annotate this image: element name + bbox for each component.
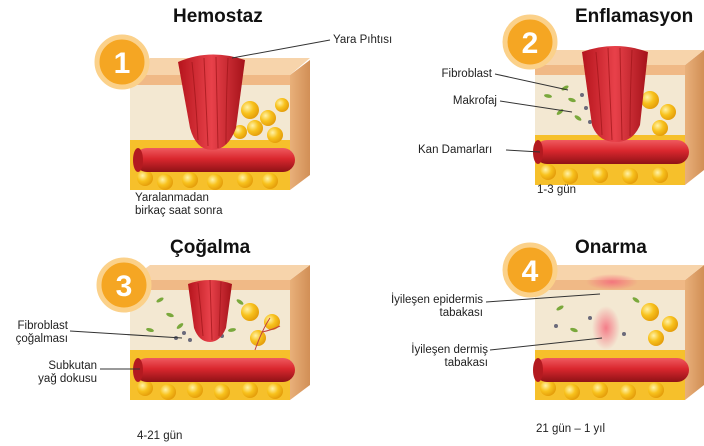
label-line: Fibroblast <box>0 320 68 333</box>
panel-4-title: Onarma <box>575 237 647 259</box>
label-healing-epidermis: İyileşen epidermis tabakası <box>370 294 483 320</box>
panel-1-art: 1 <box>97 37 330 190</box>
label-line: Subkutan <box>0 360 97 373</box>
panel-1-time: Yaralanmadan birkaç saat sonra <box>135 192 223 218</box>
label-line: tabakası <box>370 307 483 320</box>
svg-text:2: 2 <box>522 27 539 60</box>
blood-vessel <box>135 358 295 382</box>
panel-3-time: 4-21 gün <box>137 430 182 443</box>
panel-3-title: Çoğalma <box>170 237 250 259</box>
panel-2-title: Enflamasyon <box>575 6 693 28</box>
time-line-1: Yaralanmadan <box>135 192 223 205</box>
blood-vessel <box>535 358 689 382</box>
label-line: çoğalması <box>0 333 68 346</box>
panel-4-time: 21 gün – 1 yıl <box>536 423 605 436</box>
panel-3-art: 3 <box>70 260 310 400</box>
label-line: İyileşen epidermis <box>370 294 483 307</box>
panel-2-art: 2 <box>495 17 704 185</box>
label-healing-dermis: İyileşen dermiş tabakası <box>370 344 488 370</box>
panel-2-time: 1-3 gün <box>537 184 576 197</box>
panel-4-art: 4 <box>486 245 704 400</box>
blood-vessel <box>135 148 295 172</box>
panel-1-title: Hemostaz <box>173 6 263 28</box>
label-fibroblast-proliferation: Fibroblast çoğalması <box>0 320 68 346</box>
time-line-2: birkaç saat sonra <box>135 205 223 218</box>
label-line: İyileşen dermiş <box>370 344 488 357</box>
label-wound-clot: Yara Pıhtısı <box>333 34 392 47</box>
svg-text:4: 4 <box>522 255 539 288</box>
svg-text:1: 1 <box>114 47 131 80</box>
label-subcutaneous-fat: Subkutan yağ dokusu <box>0 360 97 386</box>
label-line: tabakası <box>370 357 488 370</box>
svg-text:3: 3 <box>116 270 133 303</box>
blood-vessel <box>535 140 689 164</box>
label-line: yağ dokusu <box>0 373 97 386</box>
label-blood-vessels: Kan Damarları <box>418 144 492 157</box>
label-macrophage: Makrofaj <box>420 95 497 108</box>
label-fibroblast: Fibroblast <box>420 68 492 81</box>
